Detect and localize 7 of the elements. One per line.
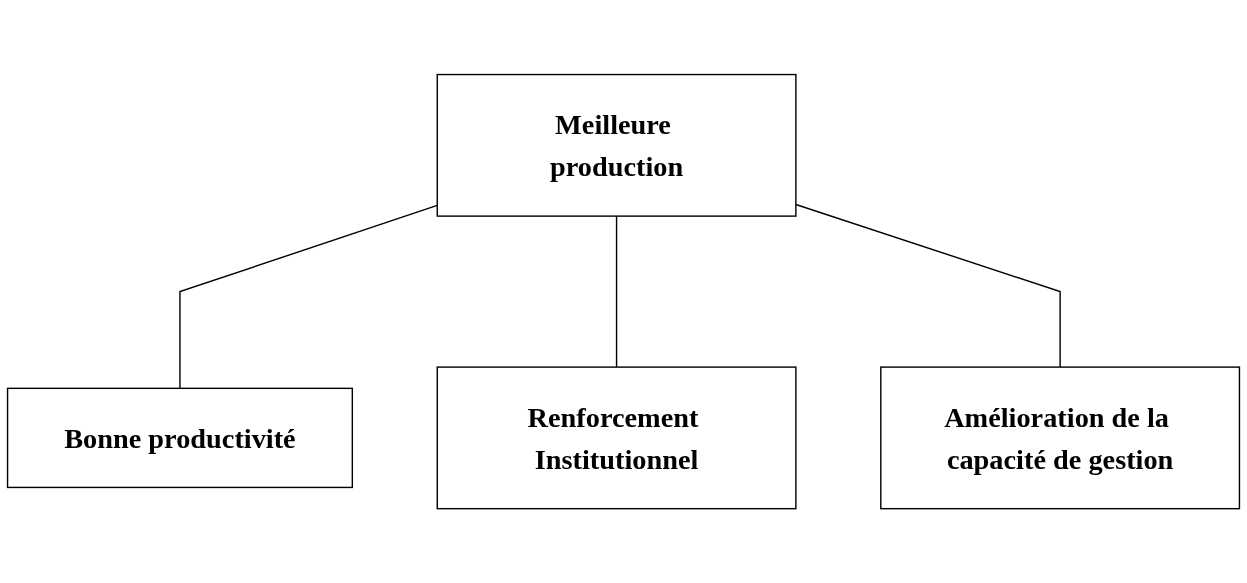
node-box: Meilleure production [436,73,797,217]
node-box: Amélioration de la capacité de gestion [880,366,1241,510]
connector [795,203,1061,368]
node-box: Renforcement Institutionnel [436,366,797,510]
node-box: Bonne productivité [6,387,354,489]
connector [179,204,438,389]
connector [615,215,618,368]
